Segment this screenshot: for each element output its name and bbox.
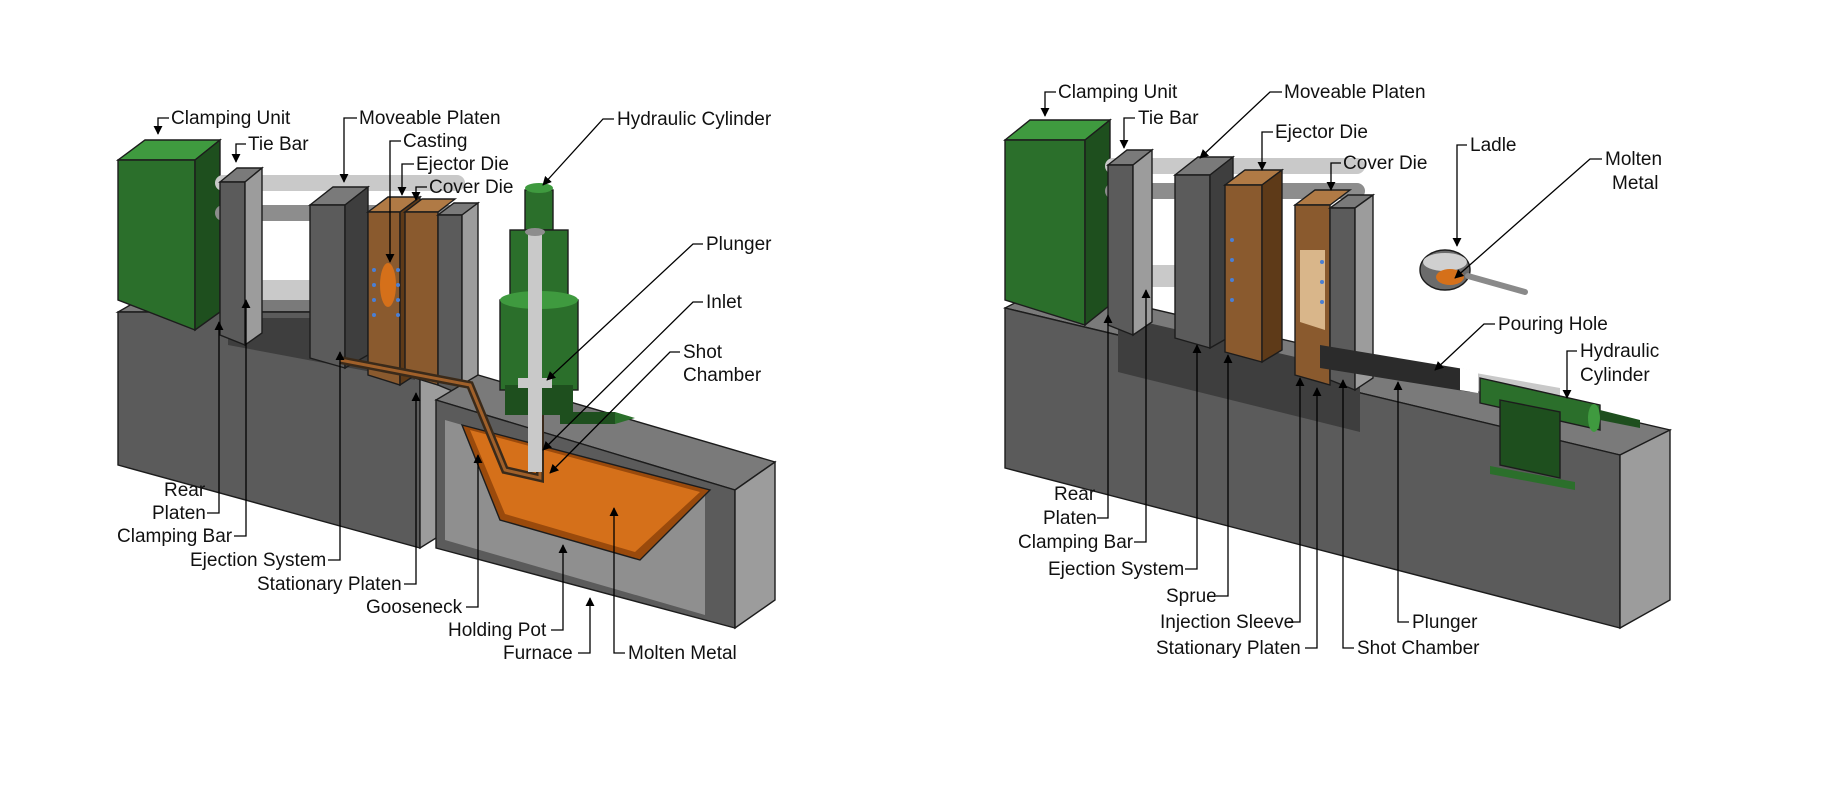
label-ejector-die: Ejector Die <box>416 154 509 175</box>
label-cover-die: Cover Die <box>1343 153 1427 174</box>
label-moveable-platen: Moveable Platen <box>1284 82 1426 103</box>
label-platen: Platen <box>152 503 206 524</box>
label-injection-sleeve: Injection Sleeve <box>1160 612 1294 633</box>
label-rear: Rear <box>164 480 206 501</box>
label-cylinder: Cylinder <box>1580 365 1650 386</box>
label-casting: Casting <box>403 131 467 152</box>
label-molten-metal: Molten Metal <box>628 643 737 664</box>
rear-platen <box>1105 148 1155 337</box>
hot-chamber-labels: Clamping Unit Tie Bar Moveable Platen Ca… <box>117 108 772 664</box>
label-rear: Rear <box>1054 484 1096 505</box>
label-clamping-unit: Clamping Unit <box>171 108 291 129</box>
label-tie-bar: Tie Bar <box>1138 108 1199 129</box>
stationary-platen <box>1327 193 1376 392</box>
label-hydraulic-cylinder: Hydraulic Cylinder <box>617 109 772 130</box>
label-clamping-bar: Clamping Bar <box>1018 532 1134 553</box>
label-stationary-platen: Stationary Platen <box>1156 638 1301 659</box>
label-clamping-unit: Clamping Unit <box>1058 82 1178 103</box>
cold-chamber-labels: Clamping Unit Tie Bar Moveable Platen Ej… <box>1018 82 1662 659</box>
hydraulic-cylinder <box>1479 377 1640 490</box>
label-plunger: Plunger <box>706 234 772 255</box>
label-ejector-die: Ejector Die <box>1275 122 1368 143</box>
moveable-platen <box>307 185 371 370</box>
label-moveable-platen: Moveable Platen <box>359 108 501 129</box>
label-clamping-bar: Clamping Bar <box>117 526 233 547</box>
label-shot-chamber: Shot Chamber <box>1357 638 1480 659</box>
label-furnace: Furnace <box>503 643 573 664</box>
ejector-pins <box>372 268 400 317</box>
label-holding-pot: Holding Pot <box>448 620 547 641</box>
clamping-unit-box <box>1003 118 1112 327</box>
plunger <box>518 228 552 472</box>
label-sprue: Sprue <box>1166 586 1217 607</box>
label-ladle: Ladle <box>1470 135 1517 156</box>
rear-platen <box>218 166 264 347</box>
label-gooseneck: Gooseneck <box>366 597 463 618</box>
label-pouring-hole: Pouring Hole <box>1498 314 1608 335</box>
label-platen: Platen <box>1043 508 1097 529</box>
label-cover-die: Cover Die <box>429 177 513 198</box>
ejector-die <box>1222 168 1285 364</box>
label-ejection-system: Ejection System <box>1048 559 1184 580</box>
hot-chamber-machine <box>115 138 777 630</box>
label-plunger: Plunger <box>1412 612 1478 633</box>
label-stationary-platen: Stationary Platen <box>257 574 402 595</box>
label-metal: Metal <box>1612 173 1658 194</box>
ladle <box>1419 249 1528 295</box>
label-chamber: Chamber <box>683 365 762 386</box>
cover-die <box>1292 189 1353 386</box>
label-molten: Molten <box>1605 149 1662 170</box>
label-tie-bar: Tie Bar <box>248 134 309 155</box>
label-ejection-system: Ejection System <box>190 550 326 571</box>
label-hydraulic: Hydraulic <box>1580 341 1659 362</box>
label-inlet: Inlet <box>706 292 743 313</box>
label-shot: Shot <box>683 342 723 363</box>
stationary-platen <box>435 201 481 397</box>
clamping-unit-box <box>115 138 222 332</box>
